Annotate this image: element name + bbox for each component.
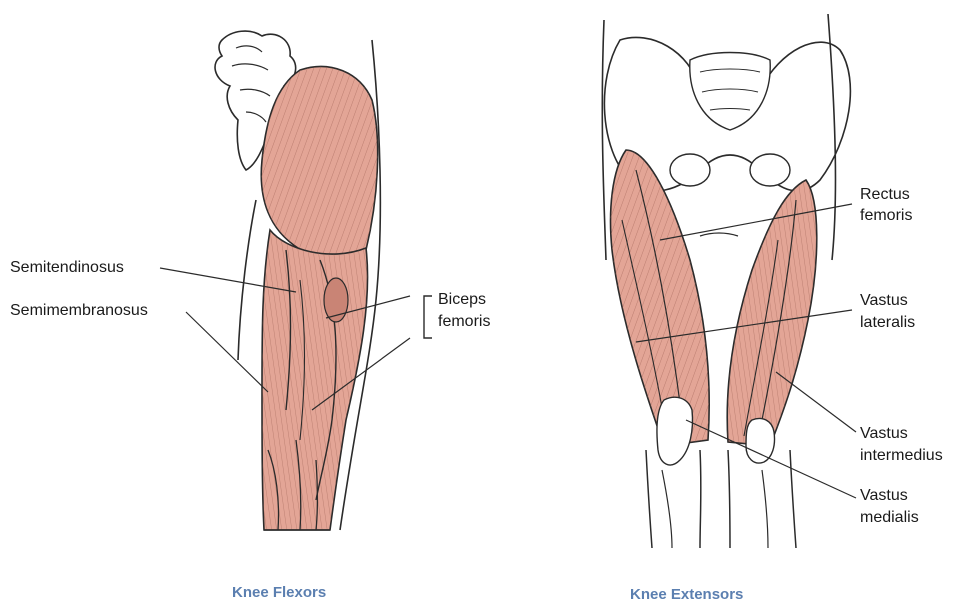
leader-rectus-femoris: [660, 204, 852, 240]
label-rectus-line1: Rectus: [860, 185, 910, 204]
label-medialis-line2: medialis: [860, 508, 919, 527]
caption-knee-extensors: Knee Extensors: [630, 586, 743, 603]
leader-vastus-intermedius: [776, 372, 856, 432]
leader-semimembranosus: [186, 312, 268, 392]
label-semitendinosus: Semitendinosus: [10, 258, 124, 277]
thigh-outline-left: [238, 200, 256, 360]
label-intermedius-line1: Vastus: [860, 424, 908, 443]
right-knee: [746, 419, 775, 464]
label-lateralis-line2: lateralis: [860, 313, 915, 332]
label-semimembranosus: Semimembranosus: [10, 301, 148, 320]
label-intermedius-line2: intermedius: [860, 446, 943, 465]
label-rectus-line2: femoris: [860, 206, 912, 225]
label-lateralis-line1: Vastus: [860, 291, 908, 310]
label-medialis-line1: Vastus: [860, 486, 908, 505]
extensors-illustration: [602, 14, 850, 548]
biceps-bracket: [424, 296, 432, 338]
label-biceps-line1: Biceps: [438, 290, 486, 309]
left-knee: [657, 397, 693, 465]
label-biceps-line2: femoris: [438, 312, 490, 331]
flexors-illustration: [215, 31, 380, 530]
caption-knee-flexors: Knee Flexors: [232, 584, 326, 601]
